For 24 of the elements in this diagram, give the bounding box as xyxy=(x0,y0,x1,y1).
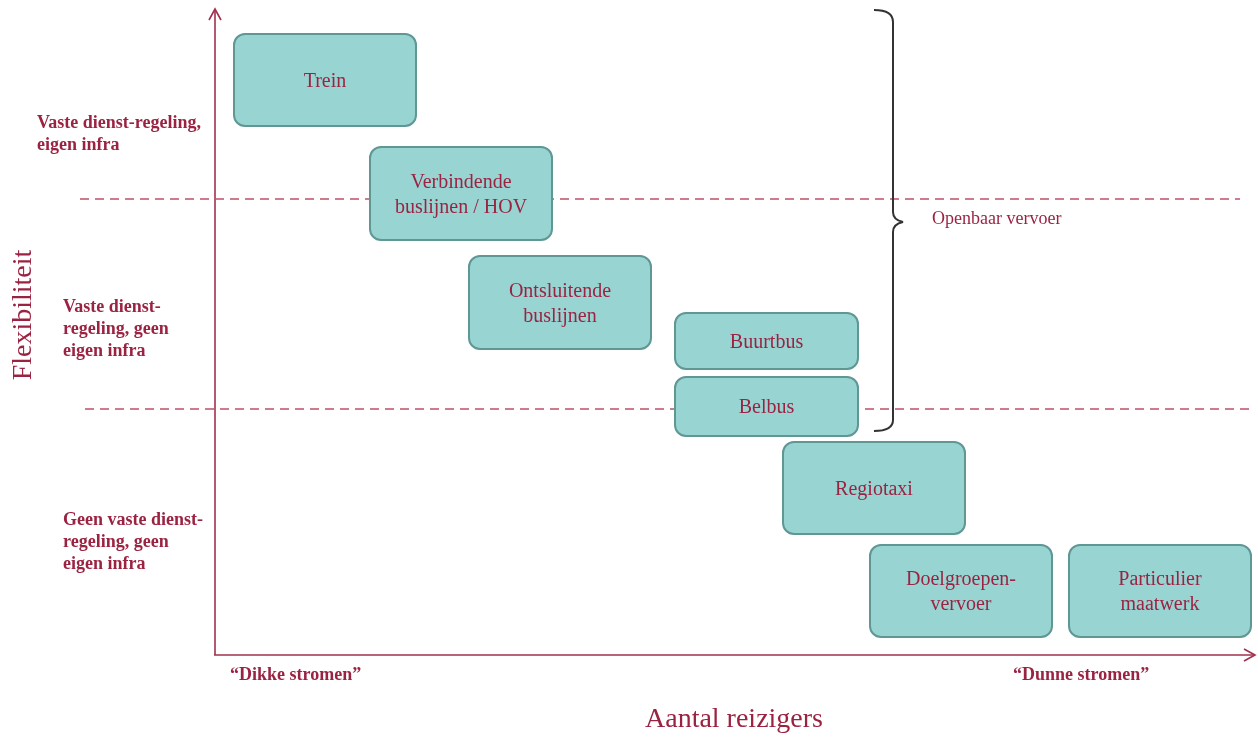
row-label: Vaste dienst-regeling, geen eigen infra xyxy=(63,296,170,362)
row-label: Vaste dienst-regeling, eigen infra xyxy=(37,112,202,156)
axis-end-label: “Dikke stromen” xyxy=(230,664,362,685)
category-label: Belbus xyxy=(738,394,795,419)
category-box xyxy=(674,376,859,437)
category-box xyxy=(782,441,966,535)
category-label: Buurtbus xyxy=(729,328,804,354)
category-label: Ontsluitende buslijnen xyxy=(507,277,613,328)
axis-title: Aantal reizigers xyxy=(645,702,823,734)
category-box xyxy=(1068,544,1252,638)
category-label: Doelgroepen-vervoer xyxy=(905,566,1017,616)
category-label: Trein xyxy=(303,67,347,93)
category-box xyxy=(869,544,1053,638)
row-label: Geen vaste dienst-regeling, geen eigen infra xyxy=(63,509,204,575)
category-box xyxy=(369,146,553,241)
axis-end-label: “Dunne stromen” xyxy=(1013,664,1150,685)
category-box xyxy=(233,33,417,127)
category-label: Verbindende buslijnen / HOV xyxy=(393,168,529,219)
category-box xyxy=(468,255,652,350)
category-label: Particulier maatwerk xyxy=(1117,566,1203,616)
axis-title: Flexibiliteit xyxy=(6,249,38,381)
bracket-label: Openbaar vervoer xyxy=(932,208,1062,229)
category-label: Regiotaxi xyxy=(835,475,913,501)
category-box xyxy=(674,312,859,370)
